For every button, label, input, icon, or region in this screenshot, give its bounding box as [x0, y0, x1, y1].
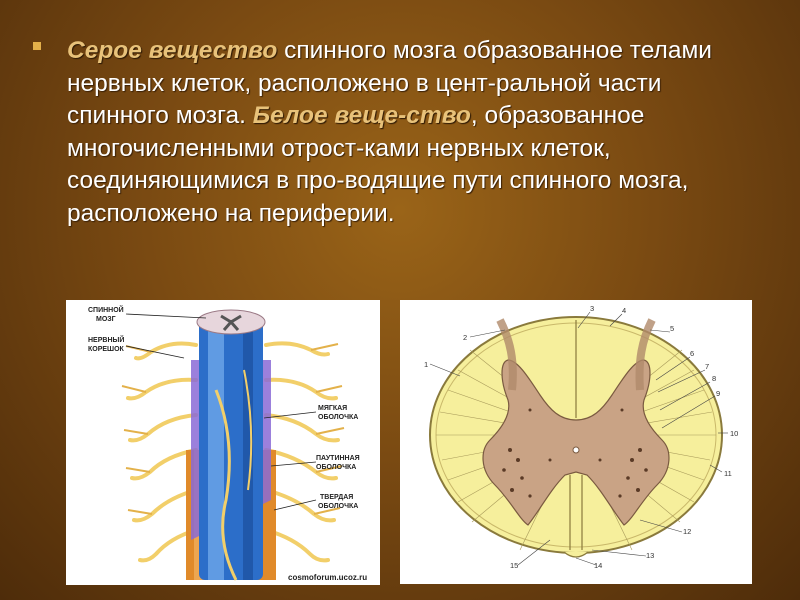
label-number-9: 9	[716, 389, 720, 398]
label-spinal-cord-1: СПИННОЙ	[88, 305, 124, 314]
label-number-6: 6	[690, 349, 694, 358]
label-number-7: 7	[705, 362, 709, 371]
label-arachnoid-1: ПАУТИННАЯ	[316, 455, 360, 462]
central-canal	[573, 447, 579, 453]
label-number-4: 4	[622, 306, 626, 315]
highlight-gray-matter: Серое вещество	[67, 37, 277, 64]
label-dura-2: ОБОЛОЧКА	[318, 503, 358, 510]
label-number-3: 3	[590, 304, 594, 313]
label-number-5: 5	[670, 324, 674, 333]
label-pia-2: ОБОЛОЧКА	[318, 414, 358, 421]
label-number-1: 1	[424, 360, 428, 369]
label-number-10: 10	[730, 429, 738, 438]
cross-section-illustration: 1 2 3 4 5 6 7 8 9 10 11 12 13 14 15	[400, 300, 752, 584]
image-credit: cosmoforum.ucoz.ru	[288, 573, 367, 582]
label-arachnoid-2: ОБОЛОЧКА	[316, 464, 356, 471]
label-number-11: 11	[724, 469, 732, 478]
label-number-8: 8	[712, 374, 716, 383]
label-number-14: 14	[594, 561, 602, 570]
label-dura-1: ТВЕРДАЯ	[320, 494, 353, 501]
label-number-2: 2	[463, 333, 467, 342]
label-pia-1: МЯГКАЯ	[318, 405, 347, 412]
spinal-cord-cross-section-figure: 1 2 3 4 5 6 7 8 9 10 11 12 13 14 15	[400, 300, 752, 584]
label-nerve-root-2: КОРЕШОК	[88, 346, 125, 353]
square-bullet-icon	[33, 42, 41, 50]
highlight-white-matter: Белое веще-ство	[253, 102, 471, 129]
label-nerve-root-1: НЕРВНЫЙ	[88, 335, 124, 344]
spinal-cord-membranes-figure: СПИННОЙ МОЗГ НЕРВНЫЙ КОРЕШОК МЯГКАЯ ОБОЛ…	[66, 300, 380, 585]
label-number-13: 13	[646, 551, 654, 560]
slide-paragraph: Серое вещество спинного мозга образованн…	[67, 35, 767, 230]
spinal-cord-membranes-illustration: СПИННОЙ МОЗГ НЕРВНЫЙ КОРЕШОК МЯГКАЯ ОБОЛ…	[66, 300, 380, 585]
label-number-12: 12	[683, 527, 691, 536]
label-spinal-cord-2: МОЗГ	[96, 316, 116, 323]
label-number-15: 15	[510, 561, 518, 570]
